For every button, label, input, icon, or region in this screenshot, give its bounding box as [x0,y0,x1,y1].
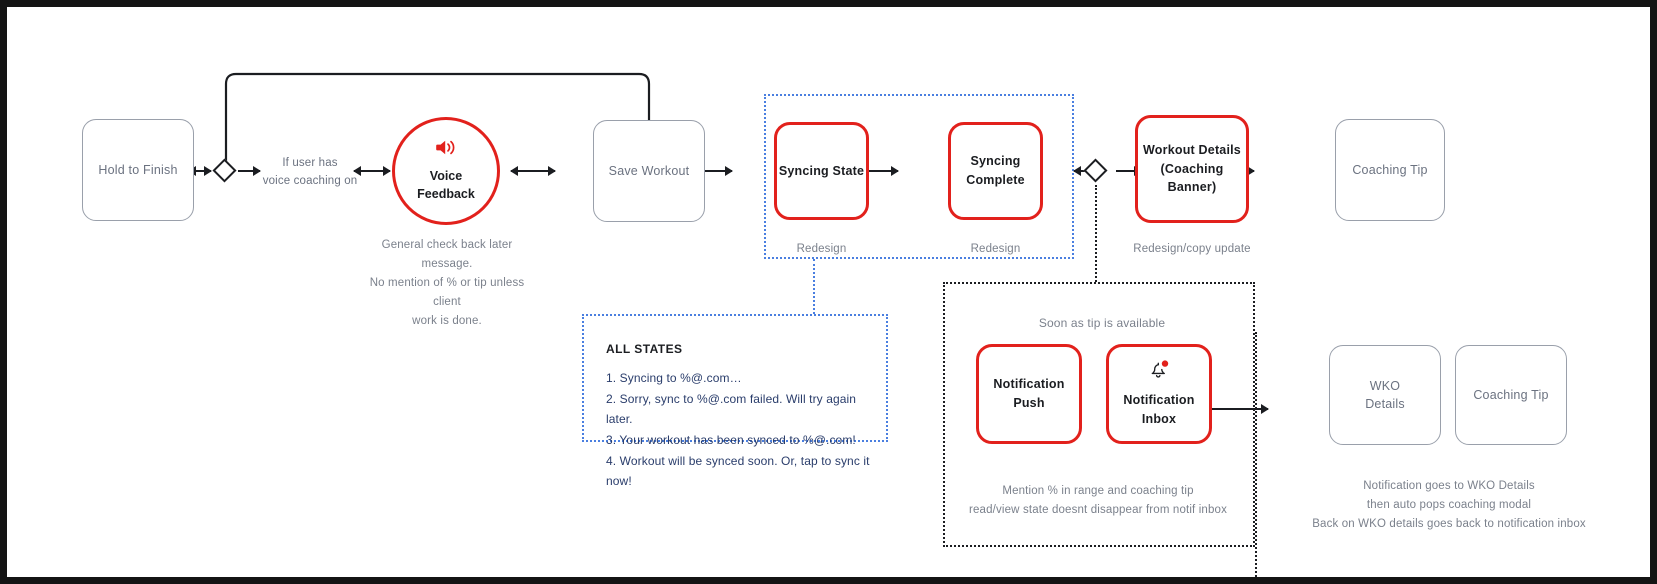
node-syncing-state[interactable]: Syncing State [774,122,869,220]
node-syncing-complete[interactable]: Syncing Complete [948,122,1043,220]
node-workout-details[interactable]: Workout Details (Coaching Banner) [1135,115,1249,223]
bell-with-badge-svg [1151,360,1169,378]
edge-label-voice-coaching: If user has voice coaching on [252,154,368,191]
all-states-box: ALL STATES 1. Syncing to %@.com… 2. Sorr… [582,314,888,488]
caption-soon-as-tip-text: Soon as tip is available [1038,316,1166,330]
caption-syncing-state-redesign-text: Redesign [796,243,847,255]
arrow-voice-to-save [510,166,556,176]
bell-with-badge-icon [1149,359,1169,386]
caption-voice-feedback-note-line1: General check back later message. [381,239,513,270]
all-states-title: ALL STATES [606,342,683,356]
caption-wko-note-line1: Notification goes to WKO Details [1363,480,1535,492]
caption-workout-details-note: Redesign/copy update [1117,240,1267,259]
node-wko-details-line1: WKO [1369,378,1401,393]
node-syncing-complete-line2: Complete [966,173,1025,187]
caption-syncing-complete-redesign-text: Redesign [970,243,1021,255]
arrow-diamond-to-label [238,166,261,176]
edge-label-voice-coaching-line1: If user has [282,157,338,169]
node-voice-feedback-line1: Voice [429,168,463,183]
node-hold-to-finish[interactable]: Hold to Finish [82,119,194,221]
caption-wko-note: Notification goes to WKO Details then au… [1294,477,1604,534]
node-coaching-tip-top[interactable]: Coaching Tip [1335,119,1445,221]
caption-notification-note-line1: Mention % in range and coaching tip [1002,485,1194,497]
node-hold-to-finish-label: Hold to Finish [98,162,178,177]
all-states-list: 1. Syncing to %@.com… 2. Sorry, sync to … [606,368,886,492]
caption-syncing-complete-redesign: Redesign [948,240,1043,259]
node-syncing-state-label: Syncing State [778,163,865,178]
node-workout-details-line2: (Coaching Banner) [1160,161,1224,195]
node-notification-inbox-line2: Inbox [1141,411,1177,426]
caption-voice-feedback-note-line3: work is done. [412,314,482,327]
list-item: 4. Workout will be synced soon. Or, tap … [606,453,870,489]
node-notification-push-line2: Push [1013,396,1045,410]
speaker-volume-icon [436,139,456,161]
node-wko-details[interactable]: WKO Details [1329,345,1441,445]
list-item: 2. Sorry, sync to %@.com failed. Will tr… [606,391,857,427]
caption-notification-note-line2: read/view state doesnt disappear from no… [969,503,1227,516]
list-item: 3. Your workout has been synced to %@.co… [606,432,856,447]
caption-wko-note-line2: then auto pops coaching modal [1366,498,1532,511]
notification-right-connector [1255,332,1257,577]
arrow-label-to-voice [353,166,391,176]
node-save-workout[interactable]: Save Workout [593,120,705,222]
node-notification-inbox[interactable]: Notification Inbox [1106,344,1212,444]
caption-workout-details-note-text: Redesign/copy update [1133,243,1251,255]
node-voice-feedback[interactable]: Voice Feedback [392,117,500,225]
edge-label-voice-coaching-line2: voice coaching on [262,175,358,188]
node-syncing-complete-line1: Syncing [970,154,1021,169]
decision-to-notification-connector [1095,185,1097,282]
node-voice-feedback-line2: Feedback [417,187,475,202]
node-workout-details-line1: Workout Details [1143,142,1241,157]
node-coaching-tip-bottom-label: Coaching Tip [1473,387,1549,402]
node-notification-inbox-line1: Notification [1123,393,1195,408]
node-save-workout-label: Save Workout [608,163,690,178]
caption-wko-note-line3: Back on WKO details goes back to notific… [1312,517,1586,530]
syncing-to-allstates-connector [813,259,815,314]
node-coaching-tip-top-label: Coaching Tip [1352,162,1428,177]
node-coaching-tip-bottom[interactable]: Coaching Tip [1455,345,1567,445]
speaker-volume-svg [436,140,455,155]
list-item: 1. Syncing to %@.com… [606,371,742,385]
caption-voice-feedback-note-line2: No mention of % or tip unless client [369,276,525,308]
caption-notification-note: Mention % in range and coaching tip read… [953,482,1243,520]
syncing-group-container [764,94,1074,259]
notification-group-container [943,282,1255,547]
node-notification-push[interactable]: Notification Push [976,344,1082,444]
node-wko-details-line2: Details [1365,397,1405,411]
node-notification-push-line1: Notification [993,377,1065,392]
caption-soon-as-tip: Soon as tip is available [987,314,1217,334]
decision-diamond-coaching-banner [1083,158,1108,183]
caption-voice-feedback-note: General check back later message. No men… [359,236,535,331]
caption-syncing-state-redesign: Redesign [774,240,869,259]
